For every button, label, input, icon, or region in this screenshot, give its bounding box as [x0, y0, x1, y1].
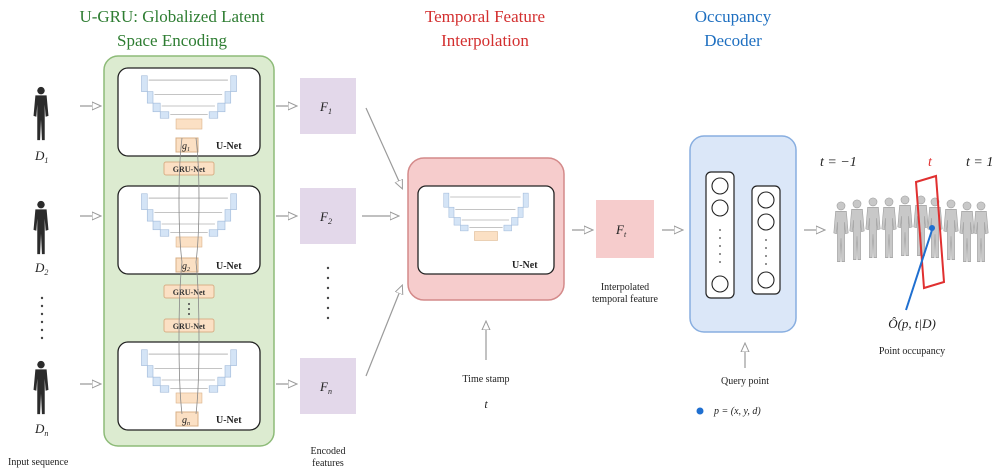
time-stamp-label: Time stamp	[462, 374, 509, 385]
output-figures	[833, 195, 989, 263]
interp-title-line2: Interpolation	[441, 31, 529, 50]
input-label-d1: D1	[34, 148, 48, 165]
gru-box-2	[163, 284, 215, 299]
gn-box	[175, 411, 199, 427]
encoded-features-label-line1: Encoded	[311, 446, 346, 457]
input-label-dn: Dn	[34, 421, 48, 438]
ft-caption-line2: temporal feature	[592, 294, 658, 305]
ft-box	[596, 200, 654, 258]
time-stamp-t: t	[484, 397, 488, 411]
ft-label: Ft	[615, 222, 627, 239]
input-human-1	[33, 86, 49, 141]
gru-box-3	[163, 318, 215, 333]
query-point-label: Query point	[721, 376, 769, 387]
g1-label: g1	[182, 141, 190, 153]
gru-ellipsis	[188, 303, 190, 315]
unet-box-1	[117, 67, 261, 157]
gru-label-1: GRU-Net	[173, 165, 206, 174]
feature-label-f2: F2	[319, 209, 332, 226]
unet-label-n: U-Net	[216, 415, 242, 426]
query-point-formula: p = (x, y, d)	[713, 406, 761, 417]
input-ellipsis	[40, 296, 44, 340]
gru-box-1	[163, 161, 215, 176]
g2-label: g2	[182, 261, 190, 273]
input-human-2	[33, 200, 49, 255]
input-human-n	[33, 360, 49, 415]
occupancy-formula: Ô(p, t|D)	[888, 316, 936, 331]
input-label-d2: D2	[34, 260, 48, 277]
decoder-layer-2-nodes	[757, 191, 775, 289]
query-point-dot	[696, 407, 704, 415]
unet-label-1: U-Net	[216, 141, 242, 152]
input-sequence-label: Input sequence	[8, 457, 69, 468]
output-t-end: t = 1	[966, 155, 993, 170]
feature-label-f1: F1	[319, 99, 332, 116]
feature-box-n	[300, 358, 356, 414]
gru-label-3: GRU-Net	[173, 322, 206, 331]
unet-box-n	[117, 341, 261, 431]
occupancy-pointer	[905, 229, 933, 311]
gn-label: gn	[182, 415, 190, 427]
decoder-title-line2: Decoder	[704, 31, 762, 50]
feature-label-fn: Fn	[319, 379, 332, 396]
arrow-feature-n	[365, 286, 402, 377]
occupancy-query-dot	[929, 225, 935, 231]
output-t-start: t = −1	[820, 155, 857, 170]
unet-box-2	[117, 185, 261, 275]
gru-label-2: GRU-Net	[173, 288, 206, 297]
interp-title-line1: Temporal Feature	[425, 7, 545, 26]
output-t-mid: t	[928, 155, 933, 170]
unet-label-2: U-Net	[216, 261, 242, 272]
decoder-layer-1-nodes	[711, 177, 729, 293]
feature-box-2	[300, 188, 356, 244]
encoding-title-line2: Space Encoding	[117, 31, 227, 50]
decoder-title-line1: Occupancy	[695, 7, 772, 26]
interp-unet-label: U-Net	[512, 260, 538, 271]
occupancy-label: Point occupancy	[879, 346, 945, 357]
encoding-title-line1: U-GRU: Globalized Latent	[79, 7, 264, 26]
ft-caption-line1: Interpolated	[601, 282, 649, 293]
arrow-feature-1	[365, 107, 402, 188]
gru-connections	[178, 137, 200, 415]
encoded-features-label-line2: features	[312, 458, 344, 469]
feature-box-1	[300, 78, 356, 134]
time-slice-frame	[914, 174, 946, 290]
feature-ellipsis	[326, 266, 330, 320]
